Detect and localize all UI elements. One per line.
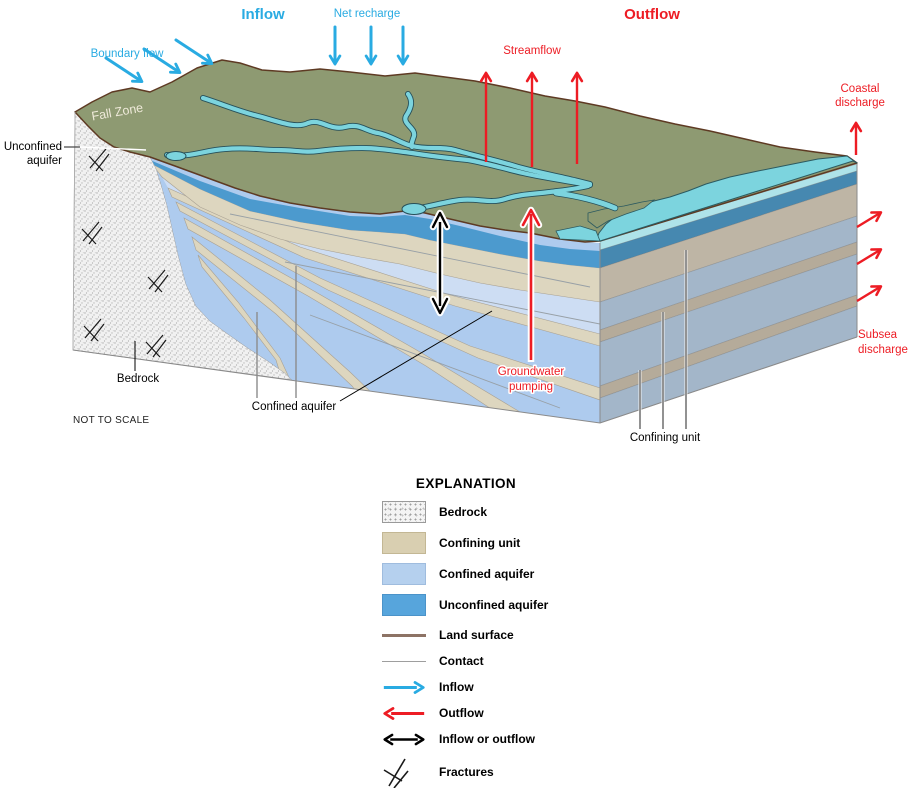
block-edges	[72, 111, 858, 424]
inflow-arrow-icon	[383, 680, 425, 694]
groundwater-pumping-label: Groundwater	[498, 366, 565, 378]
river-tributary	[403, 91, 417, 150]
terrain-surface	[74, 59, 858, 243]
unconfined-aquifer-label: aquifer	[27, 155, 62, 167]
pond-front-edge	[401, 203, 427, 215]
boundary-flow-label: Boundary flow	[91, 48, 165, 60]
fracture-icon	[147, 269, 169, 293]
inflow-header: Inflow	[241, 6, 285, 23]
bedrock-label: Bedrock	[117, 373, 159, 385]
land-surface-line-icon	[382, 633, 426, 637]
estuary-channel	[553, 190, 618, 211]
legend-label: Confining unit	[439, 535, 521, 550]
legend-label: Contact	[439, 654, 484, 668]
outflow-header: Outflow	[624, 6, 680, 23]
legend-label: Land surface	[439, 628, 514, 642]
confining-band-3	[183, 217, 541, 423]
streamflow-arrows	[479, 71, 584, 167]
legend-label: Confined aquifer	[439, 566, 535, 581]
front-face-strata	[150, 157, 600, 423]
legend-item-outflow: Outflow	[382, 705, 622, 721]
legend-item-inflow-outflow: Inflow or outflow	[382, 731, 622, 747]
legend-label: Inflow or outflow	[439, 732, 535, 746]
subsea-discharge-arrows	[856, 211, 883, 303]
confining-unit-swatch-icon	[382, 531, 426, 554]
fracture-icon	[83, 318, 105, 342]
river-south	[164, 145, 593, 188]
inflow-outflow-arrow-icon	[383, 733, 425, 745]
groundwater-pumping-arrow	[519, 206, 543, 362]
inflow-outflow-arrow	[429, 209, 451, 317]
pond-west	[165, 151, 187, 161]
legend-item-fractures: Fractures	[382, 757, 622, 788]
outflow-arrow-icon	[383, 706, 425, 720]
boundary-flow-arrows	[104, 38, 214, 84]
confining-band-4	[191, 236, 409, 423]
contact-line-icon	[382, 660, 426, 662]
confined-aquifer-label: Confined aquifer	[252, 401, 337, 413]
legend-item-unconfined-aquifer: Unconfined aquifer	[382, 593, 622, 616]
confined-aquifer-swatch-icon	[382, 562, 426, 585]
legend-label: Inflow	[439, 680, 474, 694]
legend: EXPLANATION Bedrock Confining unit Confi…	[382, 470, 622, 797]
fracture-icon	[81, 221, 103, 245]
subsea-discharge-label: discharge	[858, 344, 908, 356]
confining-unit-label: Confining unit	[630, 432, 701, 444]
legend-item-land-surface: Land surface	[382, 627, 622, 643]
bedrock-swatch-icon	[382, 500, 426, 523]
net-recharge-label: Net recharge	[334, 8, 400, 20]
unconfined-aquifer-label: Unconfined	[4, 141, 62, 153]
river-coastal	[416, 183, 591, 211]
legend-label: Outflow	[439, 706, 484, 720]
river-north	[200, 95, 593, 187]
unconfined-aquifer-band	[150, 160, 600, 268]
legend-item-contact: Contact	[382, 653, 622, 669]
shore-strip	[555, 225, 601, 242]
leader-lines	[64, 146, 688, 429]
legend-label: Unconfined aquifer	[439, 597, 549, 612]
legend-title: EXPLANATION	[415, 476, 517, 491]
block-diagram: Inflow Net recharge Outflow Boundary flo…	[4, 6, 908, 444]
unconfined-aquifer-swatch-icon	[382, 593, 426, 616]
rivers	[164, 91, 619, 215]
legend-label: Fractures	[439, 765, 494, 779]
legend-item-confined-aquifer: Confined aquifer	[382, 562, 622, 585]
subsea-discharge-label: Subsea	[858, 329, 898, 341]
net-recharge-arrows	[328, 25, 410, 66]
coastal-discharge-label: Coastal	[841, 83, 880, 95]
confined-aquifer-light-zone	[162, 177, 600, 334]
not-to-scale-note: NOT TO SCALE	[73, 415, 149, 426]
fracture-symbols	[81, 148, 169, 358]
fracture-icon	[145, 334, 167, 358]
confining-band-2b	[175, 201, 600, 401]
fracture-icon	[88, 148, 110, 172]
fractures-icon	[383, 758, 409, 788]
streamflow-label: Streamflow	[503, 45, 561, 57]
legend-item-bedrock: Bedrock	[382, 500, 622, 523]
groundwater-pumping-label: pumping	[509, 381, 553, 393]
coastal-discharge-label: discharge	[835, 97, 885, 109]
confining-band-2	[167, 187, 600, 347]
legend-label: Bedrock	[439, 504, 488, 519]
legend-item-confining-unit: Confining unit	[382, 531, 622, 554]
legend-item-inflow: Inflow	[382, 679, 622, 695]
